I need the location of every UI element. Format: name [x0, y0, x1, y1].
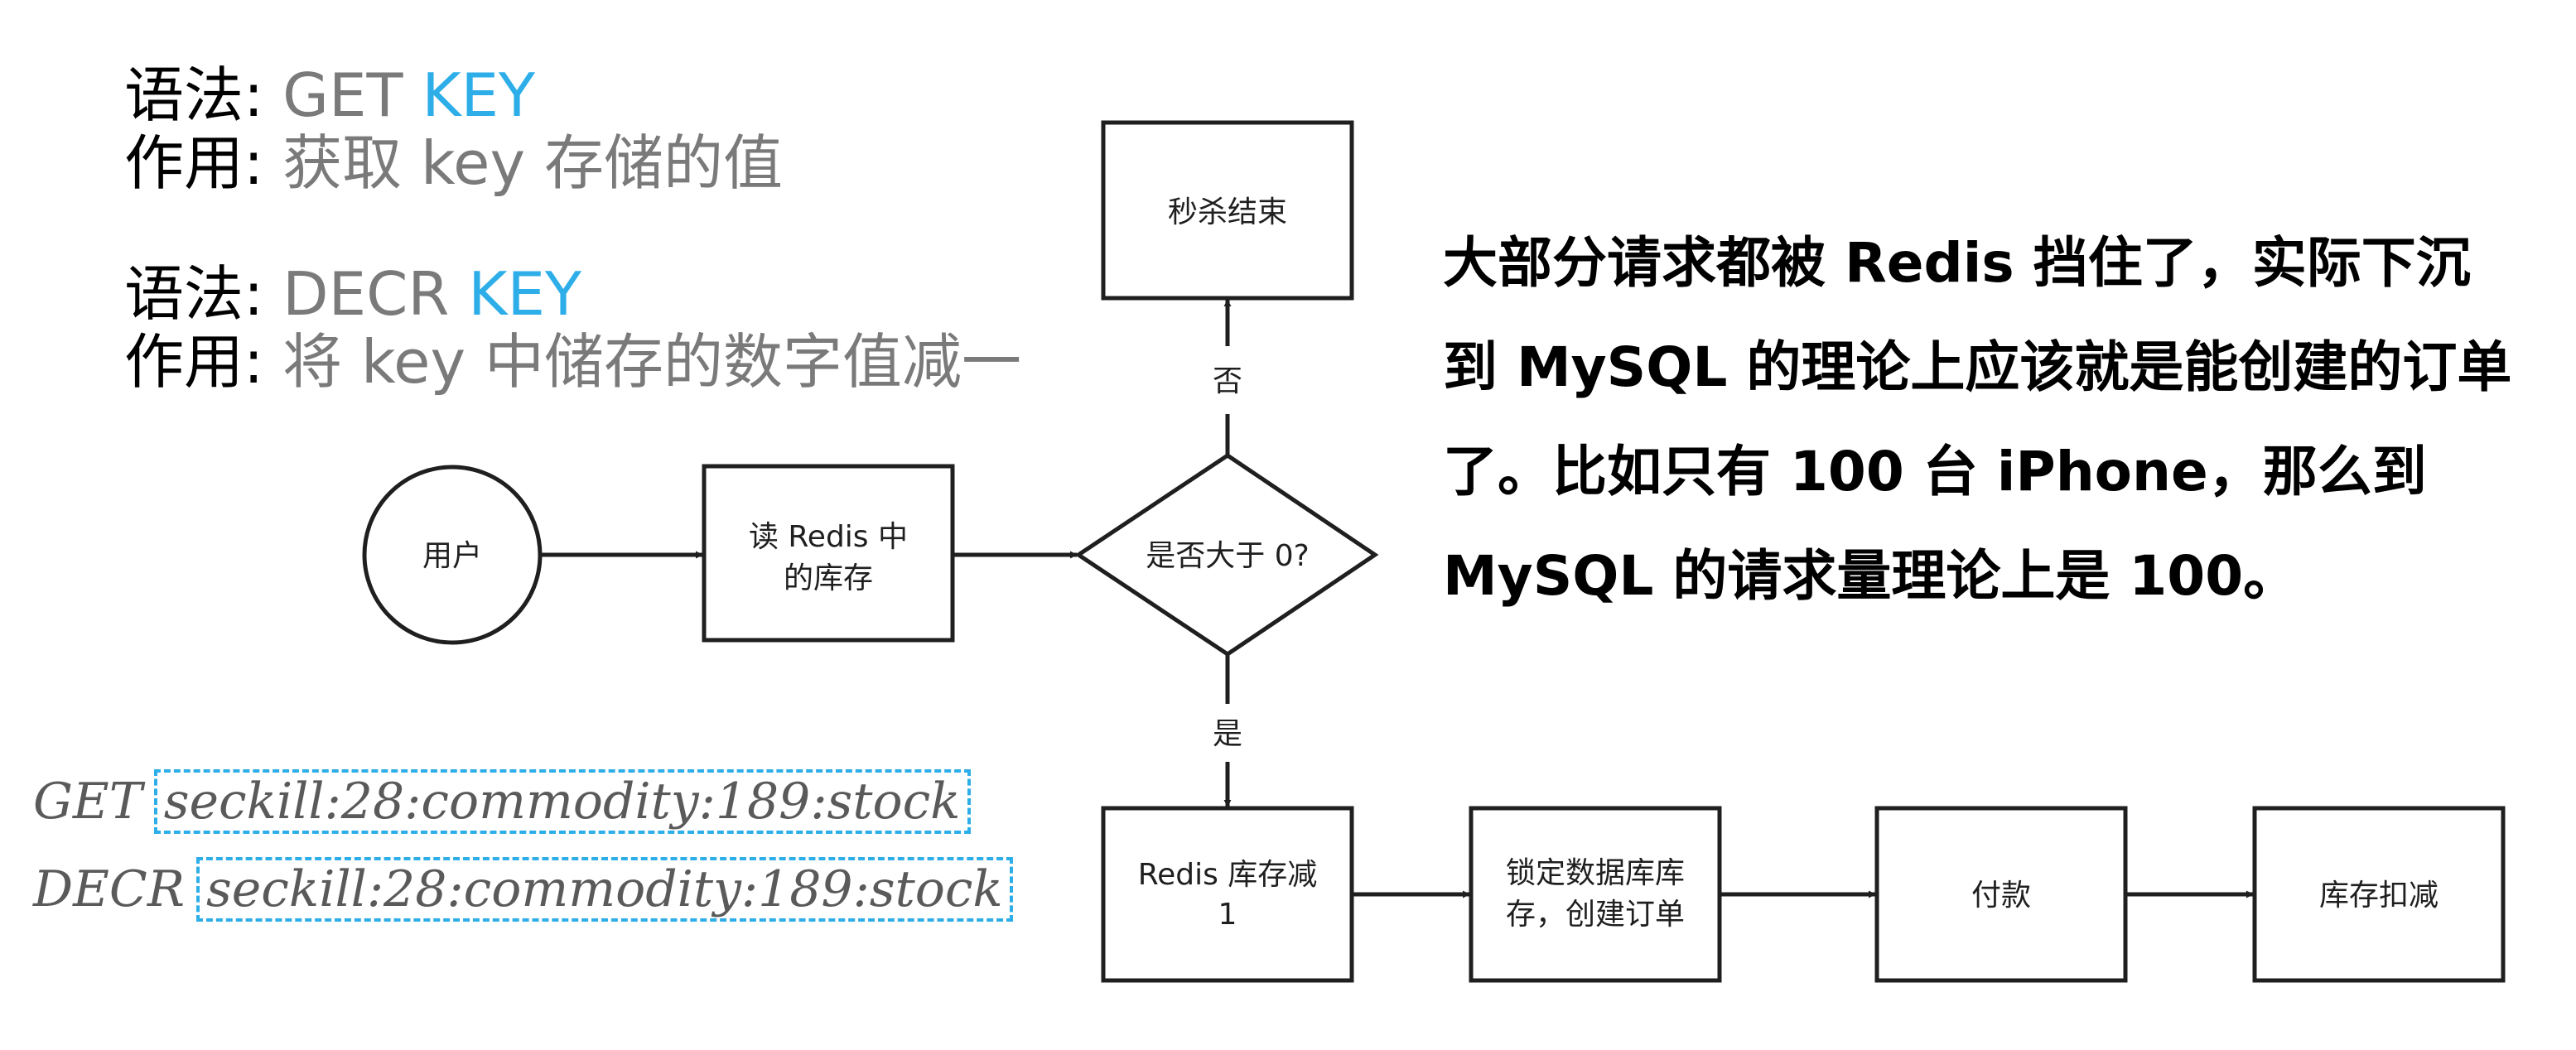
- command-name: DECR: [282, 259, 450, 329]
- key-placeholder: KEY: [468, 259, 581, 329]
- lock-order-node: [1469, 806, 1722, 983]
- node-label-decrement-line1: Redis 库存减: [1138, 858, 1318, 892]
- explanation-note: 大部分请求都被 Redis 挡住了，实际下沉到 MySQL 的理论上应该就是能创…: [1443, 231, 2512, 608]
- deduct-node: [2252, 806, 2506, 983]
- purpose-line: 作用: 将 key 中储存的数字值减一: [124, 328, 1021, 396]
- node-label-lock-line2: 存，创建订单: [1506, 898, 1685, 932]
- node-label-decrement-line2: 1: [1218, 898, 1237, 932]
- end-node: [1101, 120, 1354, 301]
- syntax-label: 语法:: [124, 60, 264, 130]
- edge-label-yes: 是: [1213, 717, 1242, 751]
- node-label-user: 用户: [422, 539, 482, 573]
- node-label-pay: 付款: [1971, 879, 2031, 913]
- node-label-end: 秒杀结束: [1168, 195, 1287, 229]
- command-op: DECR: [33, 860, 185, 918]
- purpose-text: 获取 key 存储的值: [282, 128, 783, 198]
- syntax-label: 语法:: [124, 259, 264, 329]
- node-label-read-line2: 的库存: [784, 561, 873, 595]
- node-label-lock-line1: 锁定数据库库: [1506, 856, 1685, 890]
- syntax-block-decr: 语法: DECR KEY 作用: 将 key 中储存的数字值减一: [124, 260, 1021, 396]
- purpose-label: 作用:: [124, 327, 264, 397]
- command-op: GET: [33, 773, 142, 831]
- node-label-deduct: 库存扣减: [2319, 879, 2439, 913]
- node-label-read-line1: 读 Redis 中: [749, 520, 908, 554]
- decrement-node: [1101, 806, 1354, 983]
- syntax-block-get: 语法: GET KEY 作用: 获取 key 存储的值: [124, 61, 783, 197]
- purpose-label: 作用:: [124, 128, 264, 198]
- command-key: seckill:28:commodity:189:stock: [196, 857, 1013, 922]
- node-label-decision: 是否大于 0?: [1146, 539, 1309, 573]
- purpose-line: 作用: 获取 key 存储的值: [124, 129, 783, 197]
- command-key: seckill:28:commodity:189:stock: [153, 769, 971, 834]
- syntax-line: 语法: GET KEY: [124, 61, 783, 129]
- command-name: GET: [282, 60, 403, 130]
- edge-label-no: 否: [1213, 364, 1242, 398]
- key-placeholder: KEY: [422, 60, 535, 130]
- syntax-line: 语法: DECR KEY: [124, 260, 1021, 328]
- purpose-text: 将 key 中储存的数字值减一: [282, 327, 1021, 397]
